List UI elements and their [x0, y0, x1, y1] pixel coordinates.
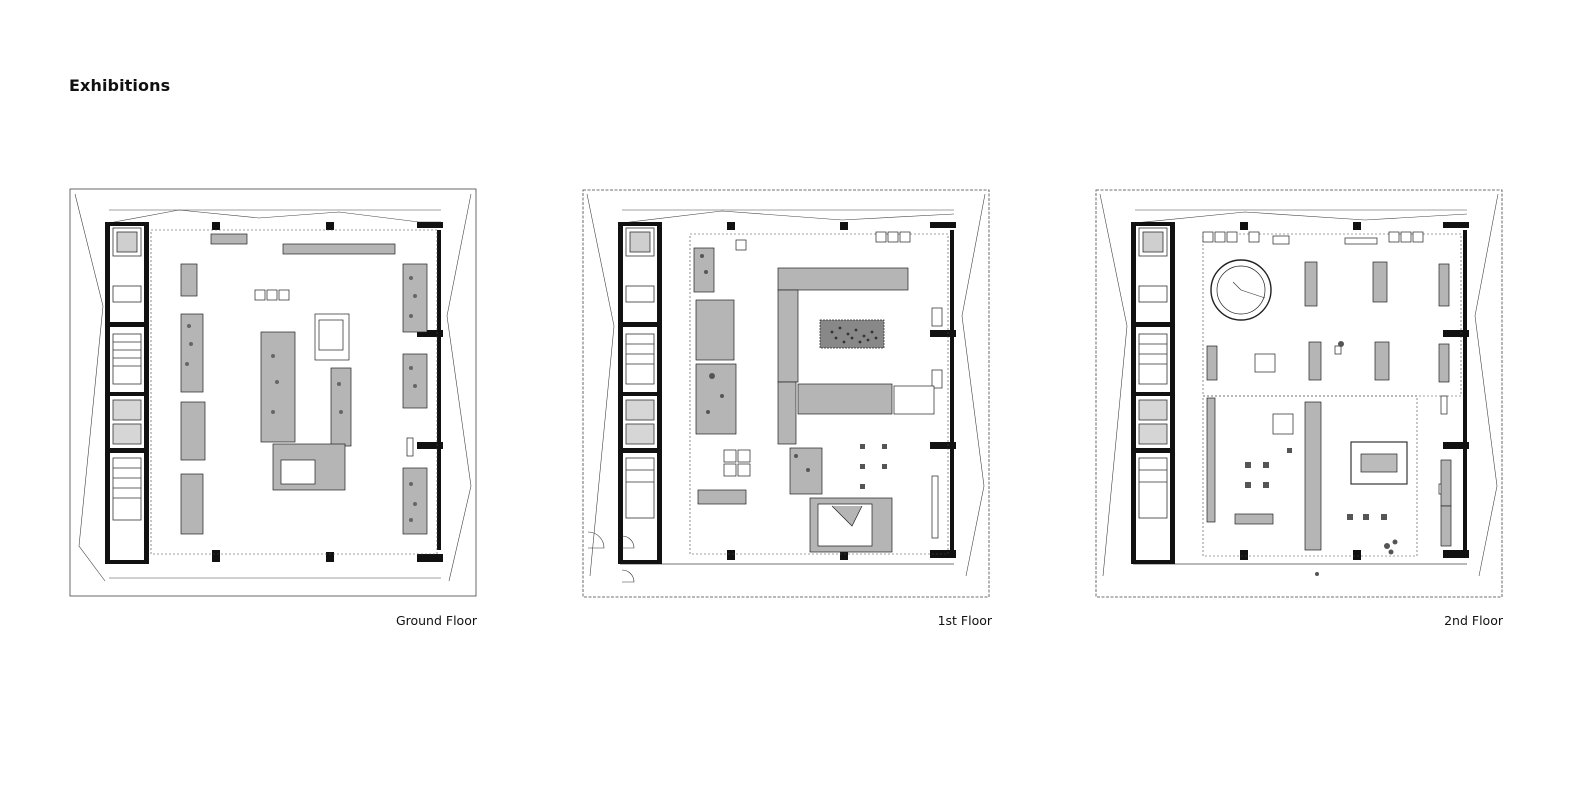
ground-floor-caption: Ground Floor — [395, 613, 477, 628]
display-fixtures — [693, 247, 909, 553]
display-fixtures — [1206, 261, 1452, 551]
outer-boundary — [69, 188, 477, 597]
structural-walls — [105, 222, 443, 564]
second-floor-caption: 2nd Floor — [1444, 613, 1503, 628]
second-floor-plan — [1095, 186, 1505, 600]
first-floor-caption: 1st Floor — [937, 613, 992, 628]
ground-floor-plan — [69, 186, 479, 600]
page-title: Exhibitions — [69, 76, 171, 95]
structural-walls — [618, 222, 956, 564]
structural-walls — [1131, 222, 1469, 564]
display-fixtures — [180, 233, 428, 535]
first-floor-plan — [582, 186, 992, 600]
outer-boundary — [582, 189, 990, 598]
outer-boundary — [1095, 189, 1503, 598]
